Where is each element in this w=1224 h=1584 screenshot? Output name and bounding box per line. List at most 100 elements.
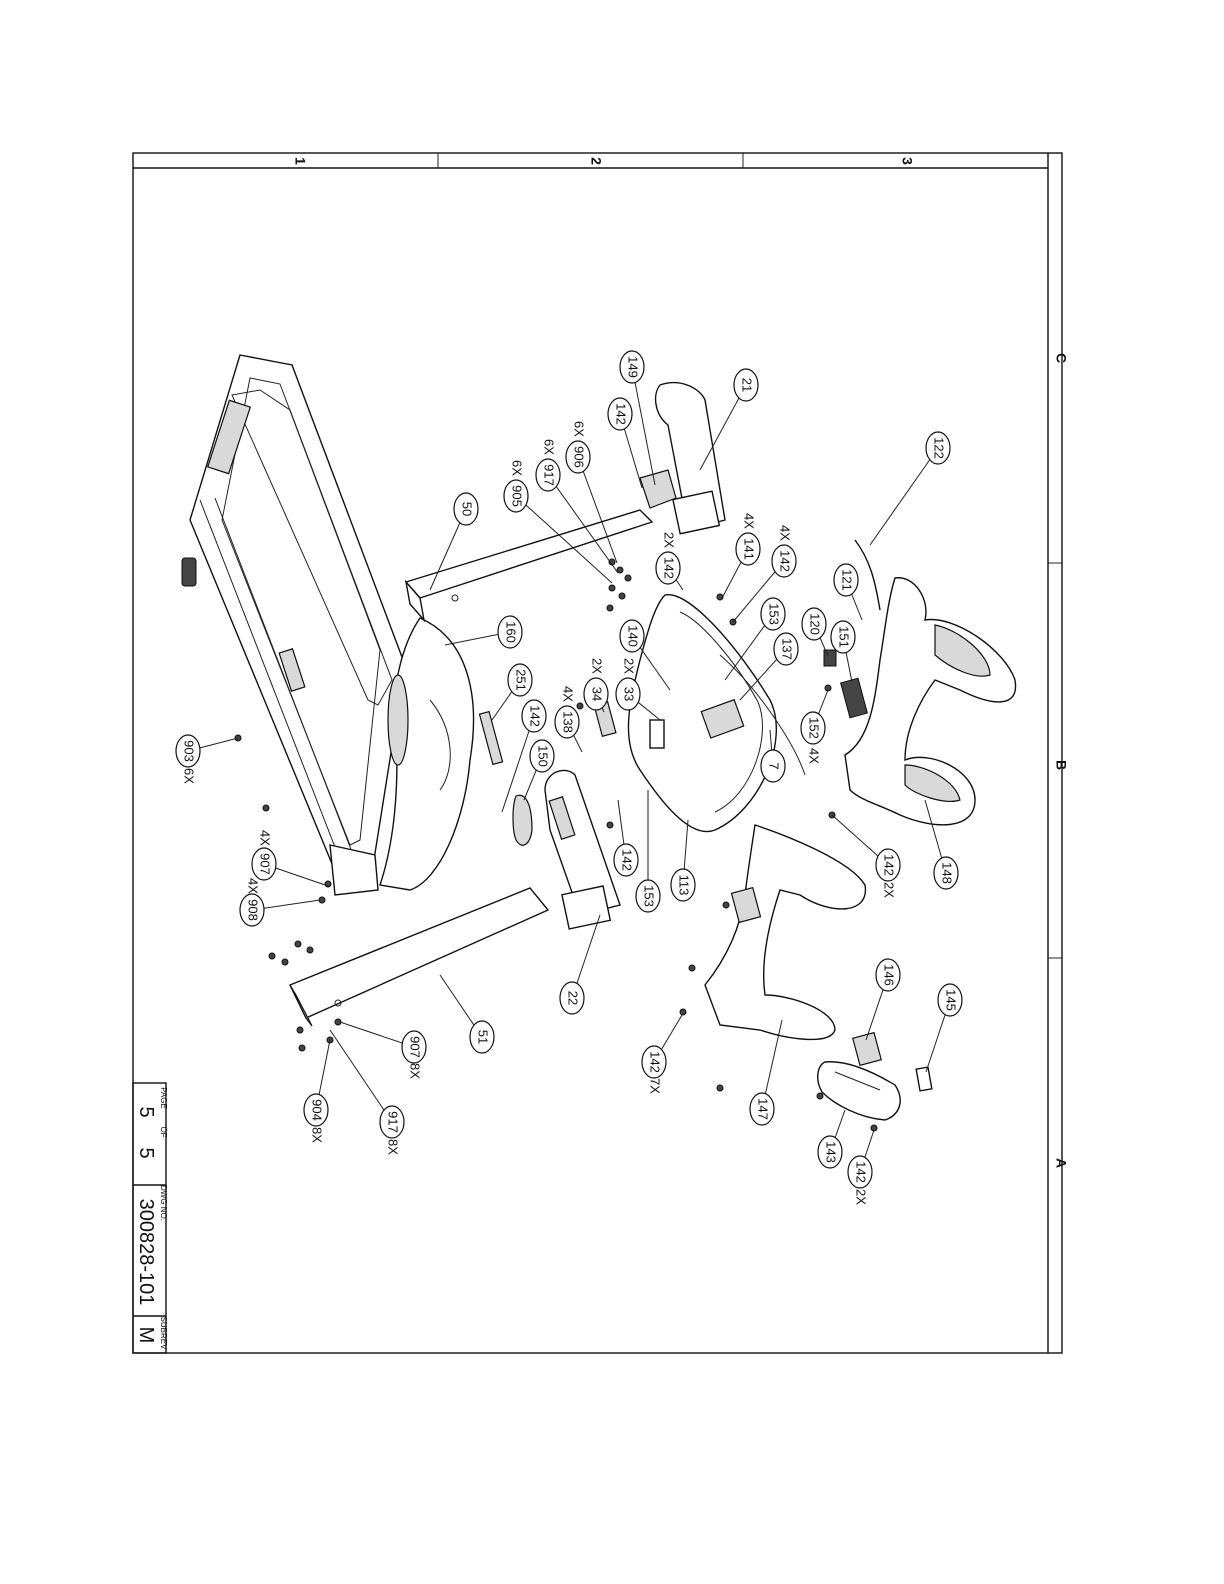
callout-label: 147 xyxy=(756,1098,771,1120)
callout-label: 122 xyxy=(932,437,947,459)
rev-label: SUBREV xyxy=(159,1317,168,1351)
callout-label: 152 xyxy=(807,717,822,739)
callout-34: 34 2X xyxy=(584,658,608,710)
callout-label: 903 xyxy=(182,740,197,762)
dwg-no-label: DWG NO. xyxy=(159,1185,168,1221)
callout-121: 121 xyxy=(834,564,858,596)
page-label: PAGE xyxy=(159,1087,168,1109)
callout-7: 7 xyxy=(761,750,785,782)
callout-145: 145 xyxy=(938,984,962,1016)
revision: M xyxy=(135,1327,157,1344)
part-145 xyxy=(916,1067,932,1091)
callout-quantity: 2X xyxy=(882,882,897,898)
title-block: PAGE 5 OF 5 DWG NO. 300828-101 SUBREV M xyxy=(133,1083,168,1353)
page-number: 5 xyxy=(135,1106,157,1117)
callout-label: 907 xyxy=(258,853,273,875)
callout-label: 138 xyxy=(561,711,576,733)
callout-quantity: 4X xyxy=(778,525,793,541)
upright-cover-22 xyxy=(545,770,620,929)
callout-142: 142 xyxy=(522,700,546,732)
callout-22: 22 xyxy=(560,982,584,1014)
callout-label: 142 xyxy=(648,1051,663,1073)
callout-906: 9066X xyxy=(566,421,590,473)
of-label: OF xyxy=(159,1126,168,1137)
callout-label: 143 xyxy=(824,1141,839,1163)
callout-quantity: 2X xyxy=(854,1189,869,1205)
outer-border xyxy=(133,153,1062,1353)
callout-quantity: 7X xyxy=(648,1078,663,1094)
callout-quantity: 4X xyxy=(807,748,822,764)
callout-142: 142 4X xyxy=(772,525,796,577)
callout-label: 907 xyxy=(408,1036,423,1058)
callout-label: 251 xyxy=(514,669,529,691)
callout-label: 141 xyxy=(742,538,757,560)
callout-label: 160 xyxy=(504,621,519,643)
callout-label: 142 xyxy=(662,557,677,579)
callout-label: 33 xyxy=(622,687,637,701)
callout-907: 9078X xyxy=(402,1031,426,1079)
callout-quantity: 4X xyxy=(742,513,757,529)
callout-21: 21 xyxy=(734,369,758,401)
callout-label: 142 xyxy=(778,550,793,572)
callout-label: 34 xyxy=(590,687,605,701)
callout-quantity: 4X xyxy=(561,686,576,702)
callout-label: 140 xyxy=(626,625,641,647)
callout-label: 908 xyxy=(246,899,261,921)
callout-label: 153 xyxy=(767,603,782,625)
drawing-number: 300828-101 xyxy=(135,1199,157,1306)
callout-label: 142 xyxy=(854,1161,869,1183)
callout-label: 150 xyxy=(536,745,551,767)
zone-side-c: C xyxy=(1053,353,1069,363)
upright-51 xyxy=(290,888,548,1026)
callout-label: 142 xyxy=(620,849,635,871)
leader-line-122 xyxy=(870,448,938,545)
callout-142: 1422X xyxy=(656,532,680,584)
callout-907: 9074X xyxy=(252,830,276,880)
callout-label: 7 xyxy=(767,762,782,769)
console-tray-143 xyxy=(818,1062,900,1120)
callout-label: 120 xyxy=(808,613,823,635)
page-total: 5 xyxy=(135,1147,157,1158)
callout-160: 160 xyxy=(498,616,522,648)
callout-quantity: 4X xyxy=(258,830,273,846)
callout-quantity: 6X xyxy=(182,768,197,784)
callout-label: 904 xyxy=(310,1099,325,1121)
callout-113: 113 xyxy=(671,869,695,901)
callout-label: 146 xyxy=(882,964,897,986)
callout-141: 141 4X xyxy=(736,513,760,565)
callout-122: 122 xyxy=(926,432,950,464)
callout-label: 137 xyxy=(780,638,795,660)
callout-quantity: 8X xyxy=(408,1063,423,1079)
drawing-frame xyxy=(133,153,1062,1353)
callout-label: 51 xyxy=(476,1030,491,1044)
callout-120: 120 xyxy=(802,608,826,640)
zone-side-b: B xyxy=(1053,760,1069,770)
callout-quantity: 6X xyxy=(542,439,557,455)
callout-quantity: 2X xyxy=(590,658,605,674)
callout-142: 142 xyxy=(614,844,638,876)
callout-label: 142 xyxy=(528,705,543,727)
callout-label: 145 xyxy=(944,989,959,1011)
callout-33: 332X xyxy=(616,658,640,710)
callout-146: 146 xyxy=(876,959,900,991)
callout-label: 22 xyxy=(566,991,581,1005)
callout-137: 137 xyxy=(774,633,798,665)
treadmill-deck-frame xyxy=(182,355,405,895)
callout-label: 151 xyxy=(837,626,852,648)
callout-50: 50 xyxy=(454,493,478,525)
callout-quantity: 6X xyxy=(572,421,587,437)
cable-122 xyxy=(855,540,880,610)
callout-label: 917 xyxy=(386,1111,401,1133)
part-151 xyxy=(841,678,868,717)
callout-quantity: 8X xyxy=(310,1127,325,1143)
callout-142: 1422X xyxy=(876,849,900,898)
callout-152: 152 4X xyxy=(801,712,825,764)
zone-top-1: 1 xyxy=(292,157,308,165)
part-150 xyxy=(513,795,532,845)
callout-51: 51 xyxy=(470,1021,494,1053)
callout-251: 251 xyxy=(508,664,532,696)
